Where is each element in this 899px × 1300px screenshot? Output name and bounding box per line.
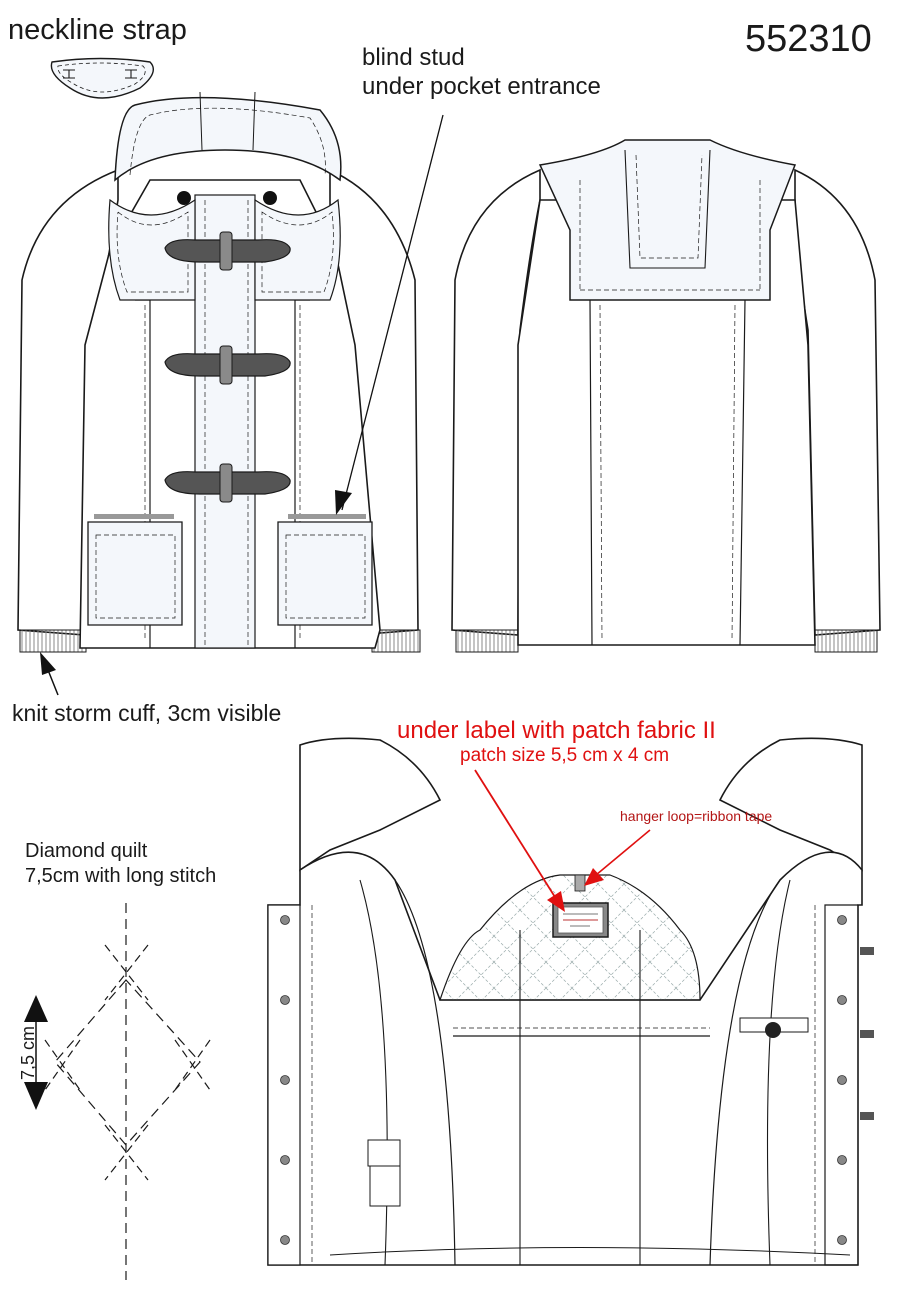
diamond-quilt-label-line2: 7,5cm with long stitch (25, 865, 217, 887)
diamond-quilt-label: Diamond quilt (25, 840, 148, 862)
toggle-button-icon (164, 345, 291, 385)
toggle-button-icon (164, 231, 291, 271)
diamond-quilt-diagram (24, 903, 211, 1280)
arrow-icon (40, 652, 59, 696)
toggle-button-icon (164, 463, 291, 503)
blind-stud-icon (765, 1022, 781, 1038)
patch-size-label: patch size 5,5 cm x 4 cm (460, 745, 670, 766)
hanger-loop-label: hanger loop=ribbon tape (620, 808, 773, 824)
blind-stud-icon (177, 191, 191, 205)
jacket-lining-view (267, 737, 863, 1266)
jacket-back-view (451, 139, 881, 653)
under-label-title: under label with patch fabric II (397, 717, 716, 744)
neckline-strap-drawing (50, 57, 154, 99)
blind-stud-label: blind stud (362, 44, 465, 71)
knit-cuff-label: knit storm cuff, 3cm visible (12, 700, 282, 726)
snap-button-icon (280, 915, 874, 1245)
style-number: 552310 (745, 18, 872, 60)
arrow-icon (474, 769, 565, 912)
dimension-label: 7,5 cm (18, 1025, 38, 1080)
jacket-front-view (17, 91, 421, 653)
arrow-icon (584, 829, 651, 886)
blind-stud-label-line2: under pocket entrance (362, 73, 601, 100)
blind-stud-icon (263, 191, 277, 205)
arrow-icon (335, 114, 444, 515)
neckline-strap-label: neckline strap (8, 14, 187, 46)
